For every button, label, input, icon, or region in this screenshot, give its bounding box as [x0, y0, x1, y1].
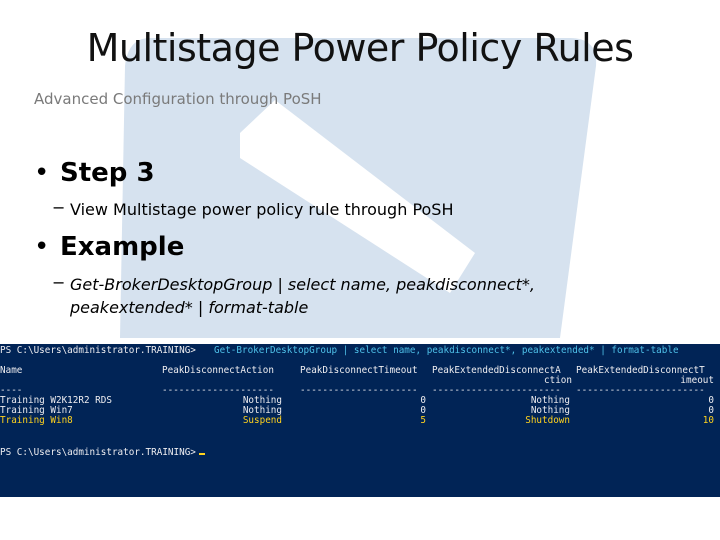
row-ext-timeout: 0 — [708, 395, 714, 406]
slide-subtitle: Advanced Configuration through PoSH — [34, 90, 322, 108]
header-peak-extended-timeout-2: imeout — [680, 375, 714, 386]
separator-name: ---- — [0, 385, 23, 396]
powershell-console: PS C:\Users\administrator.TRAINING> Get-… — [0, 344, 720, 497]
sub-bullet-step-3: −View Multistage power policy rule throu… — [52, 198, 454, 221]
console-command: Get-BrokerDesktopGroup | select name, pe… — [214, 345, 679, 356]
header-peak-extended-timeout-1: PeakExtendedDisconnectT — [576, 365, 705, 376]
powershell-logo-watermark — [120, 38, 597, 338]
table-header: Name PeakDisconnectAction PeakDisconnect… — [0, 365, 720, 377]
bullet-glyph: • — [34, 158, 50, 188]
final-prompt-line[interactable]: PS C:\Users\administrator.TRAINING> — [0, 447, 720, 459]
header-peak-disconnect-timeout: PeakDisconnectTimeout — [300, 365, 418, 376]
sub-bullet-example: −Get-BrokerDesktopGroup | select name, p… — [52, 273, 535, 319]
example-command-line-1: Get-BrokerDesktopGroup | select name, pe… — [70, 275, 535, 294]
row-action: Suspend — [242, 415, 282, 426]
bullet-step-3: • Step 3 — [34, 158, 155, 188]
row-ext-action: Shutdown — [525, 415, 570, 426]
row-timeout: 0 — [420, 405, 426, 416]
table-separator: ---- -------------------- --------------… — [0, 385, 720, 397]
separator-ext-timeout: ----------------------- — [576, 385, 705, 396]
separator-action: -------------------- — [162, 385, 274, 396]
header-peak-extended-action-1: PeakExtendedDisconnectA — [432, 365, 561, 376]
table-row: Training Win7 Nothing 0 Nothing 0 — [0, 405, 720, 417]
row-name: Training Win8 — [0, 415, 73, 426]
row-action: Nothing — [242, 405, 282, 416]
row-ext-action: Nothing — [530, 395, 570, 406]
console-prompt: PS C:\Users\administrator.TRAINING> — [0, 345, 196, 356]
dash-glyph: − — [52, 273, 66, 292]
row-action: Nothing — [242, 395, 282, 406]
table-row-highlighted: Training Win8 Suspend 5 Shutdown 10 — [0, 415, 720, 427]
row-ext-action: Nothing — [530, 405, 570, 416]
sub-bullet-text: View Multistage power policy rule throug… — [70, 200, 454, 219]
dash-glyph: − — [52, 198, 66, 217]
header-peak-extended-action-2: ction — [544, 375, 572, 386]
row-name: Training Win7 — [0, 405, 73, 416]
table-row: Training W2K12R2 RDS Nothing 0 Nothing 0 — [0, 395, 720, 407]
text-cursor — [198, 453, 205, 455]
separator-ext-action: ----------------------- — [432, 385, 561, 396]
bullet-example: • Example — [34, 232, 184, 262]
header-name: Name — [0, 365, 23, 376]
bullet-glyph: • — [34, 232, 50, 262]
separator-timeout: --------------------- — [300, 385, 418, 396]
bullet-heading: Example — [60, 232, 185, 262]
row-timeout: 5 — [420, 415, 426, 426]
table-header-wrap: ction imeout — [0, 375, 720, 387]
row-timeout: 0 — [420, 395, 426, 406]
row-ext-timeout: 10 — [702, 415, 714, 426]
row-name: Training W2K12R2 RDS — [0, 395, 112, 406]
final-prompt: PS C:\Users\administrator.TRAINING> — [0, 447, 196, 458]
command-line: PS C:\Users\administrator.TRAINING> Get-… — [0, 345, 720, 357]
header-peak-disconnect-action: PeakDisconnectAction — [162, 365, 274, 376]
slide-title: Multistage Power Policy Rules — [86, 26, 634, 70]
row-ext-timeout: 0 — [708, 405, 714, 416]
example-command-line-2: peakextended* | format-table — [70, 298, 309, 317]
bullet-heading: Step 3 — [60, 158, 155, 188]
